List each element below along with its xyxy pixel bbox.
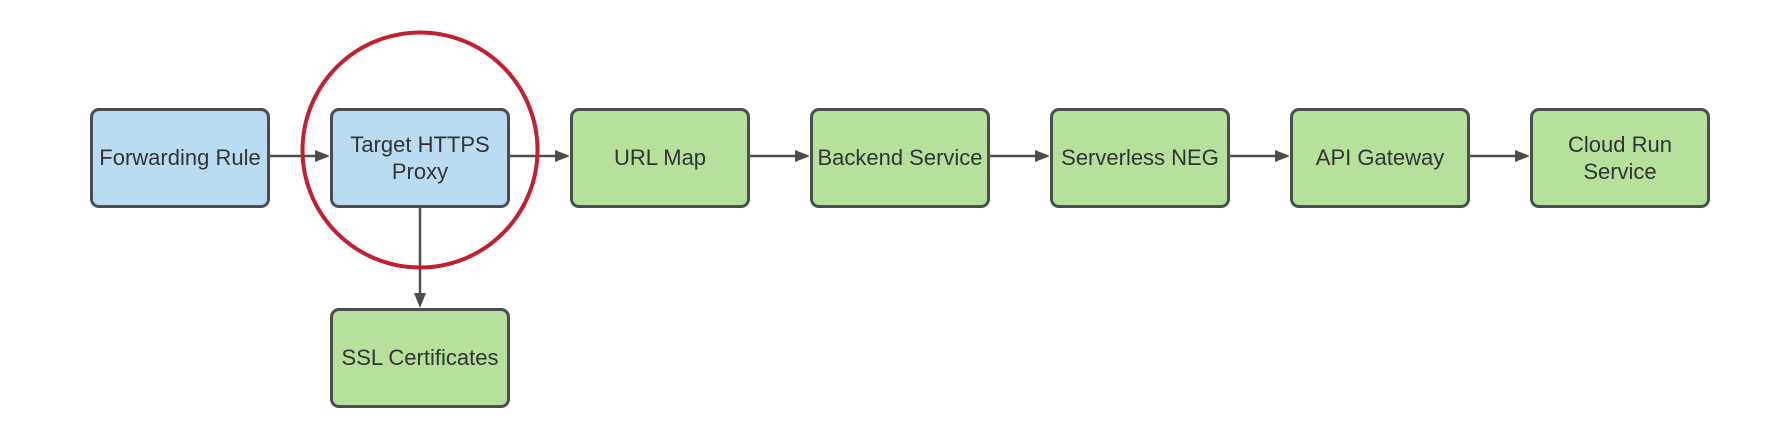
arrowhead-icon [555, 150, 570, 162]
node-cloud-run-service-label: Cloud Run Service [1568, 131, 1672, 185]
node-serverless-neg: Serverless NEG [1050, 108, 1230, 208]
node-forwarding-rule: Forwarding Rule [90, 108, 270, 208]
node-ssl-certificates: SSL Certificates [330, 308, 510, 408]
arrowhead-icon [315, 150, 330, 162]
node-target-https-proxy-label: Target HTTPS Proxy [350, 131, 490, 185]
arrowhead-icon [1035, 150, 1050, 162]
node-forwarding-rule-label: Forwarding Rule [99, 145, 261, 171]
node-backend-service: Backend Service [810, 108, 990, 208]
arrowhead-icon [795, 150, 810, 162]
node-url-map-label: URL Map [613, 145, 707, 171]
edge-target-https-proxy-to-ssl-certificates [414, 208, 426, 308]
arrowhead-icon [1275, 150, 1290, 162]
arrowhead-icon [414, 293, 426, 308]
node-api-gateway: API Gateway [1290, 108, 1470, 208]
highlight-circle [300, 30, 540, 270]
node-serverless-neg-label: Serverless NEG [1061, 145, 1219, 171]
node-cloud-run-service: Cloud Run Service [1530, 108, 1710, 208]
edge-serverless-neg-to-api-gateway [1230, 150, 1290, 162]
edge-api-gateway-to-cloud-run-service [1470, 150, 1530, 162]
edge-url-map-to-backend-service [750, 150, 810, 162]
edge-forwarding-rule-to-target-https-proxy [270, 150, 330, 162]
node-ssl-certificates-label: SSL Certificates [341, 345, 499, 371]
edge-target-https-proxy-to-url-map [510, 150, 570, 162]
node-api-gateway-label: API Gateway [1315, 145, 1445, 171]
node-target-https-proxy: Target HTTPS Proxy [330, 108, 510, 208]
arrowhead-icon [1515, 150, 1530, 162]
node-backend-service-label: Backend Service [817, 145, 983, 171]
edge-backend-service-to-serverless-neg [990, 150, 1050, 162]
node-url-map: URL Map [570, 108, 750, 208]
